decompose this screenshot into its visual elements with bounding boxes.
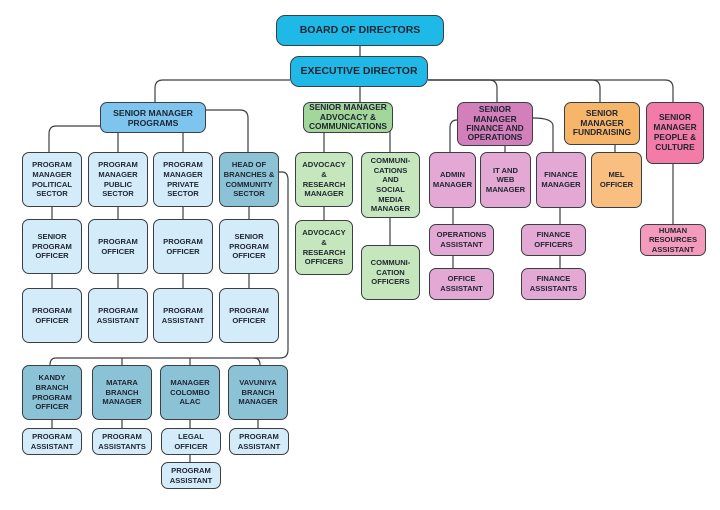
org-node-hr-asst: HUMAN RESOURCES ASSISTANT [640, 224, 706, 256]
org-node-sm-prog: SENIOR MANAGER PROGRAMS [100, 102, 206, 133]
org-node-vav-pa: PROGRAM ASSISTANT [229, 428, 289, 455]
org-node-pa-2: PROGRAM ASSISTANT [88, 288, 148, 343]
org-node-po-2: PROGRAM OFFICER [88, 219, 148, 274]
org-node-exec: EXECUTIVE DIRECTOR [290, 56, 428, 87]
org-node-sm-ppl: SENIOR MANAGER PEOPLE & CULTURE [646, 102, 704, 164]
org-node-sm-fund: SENIOR MANAGER FUNDRAISING [564, 102, 640, 145]
org-node-colombo-pa: PROGRAM ASSISTANT [161, 462, 221, 489]
org-node-sm-adv: SENIOR MANAGER ADVOCACY & COMMUNICATIONS [303, 102, 393, 133]
org-node-sm-fin: SENIOR MANAGER FINANCE AND OPERATIONS [457, 102, 533, 146]
org-node-head-br: HEAD OF BRANCHES & COMMUNITY SECTOR [219, 152, 279, 207]
org-node-fin-asst: FINANCE ASSISTANTS [521, 268, 586, 300]
org-node-matara: MATARA BRANCH MANAGER [92, 365, 152, 420]
org-node-board: BOARD OF DIRECTORS [276, 15, 444, 46]
org-node-adv-off: ADVOCACY & RESEARCH OFFICERS [295, 220, 353, 275]
org-node-kandy: KANDY BRANCH PROGRAM OFFICER [22, 365, 82, 420]
org-node-admin: ADMIN MANAGER [429, 152, 476, 208]
org-node-pm-pri: PROGRAM MANAGER PRIVATE SECTOR [153, 152, 213, 207]
org-node-kandy-pa: PROGRAM ASSISTANT [22, 428, 82, 455]
org-node-spo-1: SENIOR PROGRAM OFFICER [22, 219, 82, 274]
org-node-legal: LEGAL OFFICER [161, 428, 221, 455]
org-node-po-1b: PROGRAM OFFICER [22, 288, 82, 343]
org-node-matara-pa: PROGRAM ASSISTANTS [92, 428, 152, 455]
org-node-spo-4: SENIOR PROGRAM OFFICER [219, 219, 279, 274]
org-node-mel: MEL OFFICER [591, 152, 642, 208]
org-node-fin-mgr: FINANCE MANAGER [536, 152, 586, 208]
org-node-office-asst: OFFICE ASSISTANT [429, 268, 494, 300]
org-node-fin-off: FINANCE OFFICERS [521, 224, 586, 256]
org-node-pa-3: PROGRAM ASSISTANT [153, 288, 213, 343]
org-node-po-3: PROGRAM OFFICER [153, 219, 213, 274]
org-node-comm-off: COMMUNI- CATION OFFICERS [361, 245, 420, 300]
org-node-pm-pub: PROGRAM MANAGER PUBLIC SECTOR [88, 152, 148, 207]
org-node-ops-asst: OPERATIONS ASSISTANT [429, 224, 494, 256]
org-node-vavuniya: VAVUNIYA BRANCH MANAGER [228, 365, 288, 420]
org-node-comm-mgr: COMMUNI- CATIONS AND SOCIAL MEDIA MANAGE… [361, 152, 420, 218]
org-node-itweb: IT AND WEB MANAGER [480, 152, 531, 208]
org-node-po-4b: PROGRAM OFFICER [219, 288, 279, 343]
org-node-pm-pol: PROGRAM MANAGER POLITICAL SECTOR [22, 152, 82, 207]
org-node-adv-mgr: ADVOCACY & RESEARCH MANAGER [295, 152, 353, 207]
org-node-colombo: MANAGER COLOMBO ALAC [160, 365, 220, 420]
